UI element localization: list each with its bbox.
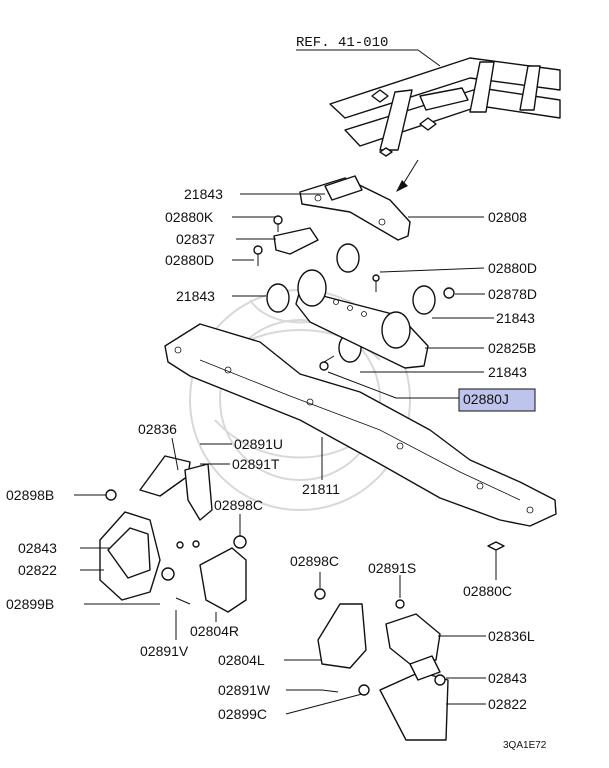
reference-frame-drawing: REF. 41-010 [296,35,561,192]
label-02804L: 02804L [218,652,265,668]
label-02880J[interactable]: 02880J [463,391,509,407]
label-02898C-left: 02898C [214,497,263,513]
part-labels: 21843 02880K 02837 02880D 21843 02808 02… [6,186,547,751]
part-02880C-bolt [487,541,505,566]
label-21811: 21811 [302,481,340,497]
image-code: 3QA1E72 [503,740,547,751]
label-02837: 02837 [176,231,215,247]
part-21843-insulators [266,243,436,363]
label-02891T: 02891T [232,456,280,472]
label-02878D: 02878D [488,286,537,302]
label-02899C: 02899C [218,706,267,722]
label-02836: 02836 [138,421,177,437]
label-02899B: 02899B [6,596,54,612]
label-02891S: 02891S [368,560,416,576]
label-02898B: 02898B [6,487,54,503]
label-02891W: 02891W [218,682,271,698]
label-02880C: 02880C [463,583,512,599]
label-21843: 21843 [184,186,223,202]
label-02804R: 02804R [190,623,239,639]
right-mount-group [314,588,449,741]
reference-label: REF. 41-010 [296,35,388,51]
left-mount-group [99,455,247,613]
label-02825B: 02825B [488,340,536,356]
label-02880D-right: 02880D [488,260,537,276]
part-02825B-mount [295,269,429,369]
label-02822-left: 02822 [18,562,57,578]
label-02836L: 02836L [488,628,535,644]
label-02843-right: 02843 [488,670,527,686]
label-21843: 21843 [176,288,215,304]
part-02808-bracket [299,175,411,241]
label-02898C-mid: 02898C [290,553,339,569]
part-21811-crossmember [164,323,557,527]
highlight-box-02880J [458,388,536,412]
label-02880K: 02880K [165,209,214,225]
label-02843-left: 02843 [18,540,57,556]
label-02891U: 02891U [234,436,283,452]
label-02808: 02808 [488,209,527,225]
label-21843: 21843 [488,364,527,380]
label-21843: 21843 [496,310,535,326]
part-02837-bracket [253,215,455,371]
label-02880D-left: 02880D [165,252,214,268]
leader-lines [74,193,497,715]
label-02891V: 02891V [140,643,189,659]
label-02822-right: 02822 [488,696,527,712]
